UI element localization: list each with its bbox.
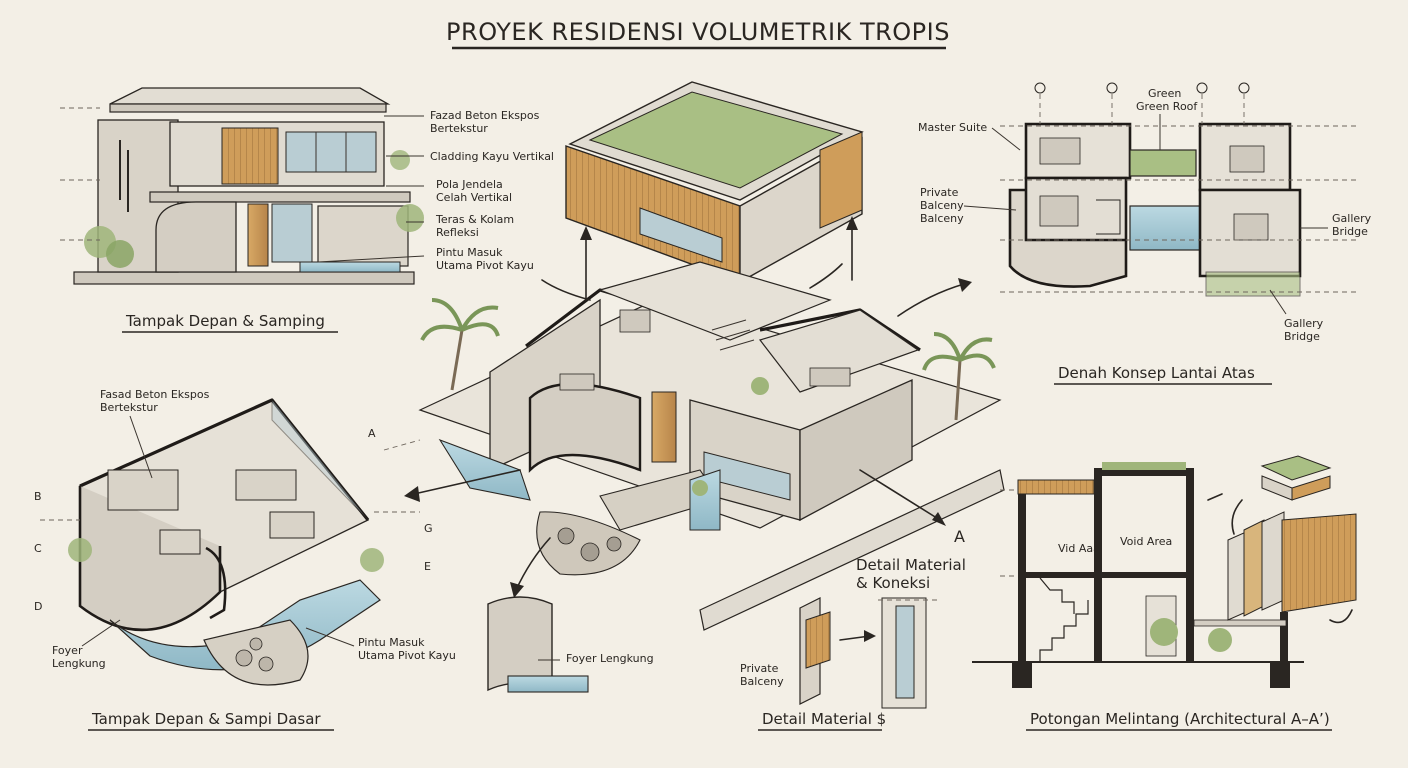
material-caption: Detail Material $ [762,710,886,728]
label-fasad-bertekstur: Bertekstur [100,401,158,414]
ground-caption: Tampak Depan & Sampi Dasar [91,710,321,728]
material-panel: Detail Material & Koneksi Private Balcen… [740,556,966,731]
label-balceny-1: Balceny [920,199,964,212]
label-refleksi: Refleksi [436,226,479,239]
upper-plan-caption: Denah Konsep Lantai Atas [1058,364,1255,382]
ground-plan-drawing [40,398,421,686]
page-title: PROYEK RESIDENSI VOLUMETRIK TROPIS [446,18,950,46]
label-bertekstur: Bertekstur [430,122,488,135]
label-cladding-kayu: Cladding Kayu Vertikal [430,150,554,163]
label-gallery-2: Gallery [1284,317,1324,330]
material-label-balceny: Balceny [740,675,784,688]
sheet-title: PROYEK RESIDENSI VOLUMETRIK TROPIS [446,18,950,50]
label-pintu-masuk-2: Pintu Masuk [358,636,425,649]
material-label-private: Private [740,662,779,675]
label-celah-vertikal: Celah Vertikal [436,191,512,204]
material-heading-1: Detail Material [856,556,966,574]
foyer-detail: Foyer Lengkung [487,596,654,693]
label-bridge-2: Bridge [1284,330,1320,343]
ground-panel: Fasad Beton Ekspos Bertekstur Foyer Leng… [34,388,456,731]
palm-trees [420,298,996,496]
marker-b: B [34,490,42,503]
axo-arrows [404,216,972,598]
marker-g: G [424,522,433,535]
label-master-suite: Master Suite [918,121,987,134]
label-utama-pivot: Utama Pivot Kayu [436,259,534,272]
elevation-building [60,87,424,285]
label-teras-kolam: Teras & Kolam [435,213,514,226]
label-fasad-beton: Fasad Beton Ekspos [100,388,210,401]
section-material-layers [1227,455,1357,624]
elevation-caption: Tampak Depan & Samping [125,312,325,330]
material-detail-drawing [799,597,940,709]
axonometric-panel: A [404,81,1005,631]
label-green-roof: Green Roof [1136,100,1198,113]
upper-plan-drawing [1000,82,1360,297]
floating-roof-volume [565,81,864,284]
section-panel: Void Area Vid Aaa Potongan Melintang (Ar… [972,455,1357,731]
section-label-void: Void Area [1120,535,1172,548]
label-pola-jendela: Pola Jendela [436,178,503,191]
section-drawing [972,462,1304,688]
label-foyer-lengkung: Lengkung [52,657,106,670]
label-fazad-beton: Fazad Beton Ekspos [430,109,540,122]
ground-section-markers: A B C D E G [34,427,433,613]
axo-water-and-path [438,438,1005,631]
upper-plan-panel: Green Green Roof Master Suite Private Ba… [918,82,1372,385]
label-utama-pivot-2: Utama Pivot Kayu [358,649,456,662]
elevation-leaders [317,115,425,263]
marker-d: D [34,600,42,613]
material-heading-2: & Koneksi [856,574,930,592]
axo-section-marker: A [954,527,965,546]
foyer-detail-label: Foyer Lengkung [566,652,654,665]
label-foyer: Foyer [52,644,83,657]
section-caption: Potongan Melintang (Architectural A–A’) [1030,710,1330,728]
label-pintu-masuk: Pintu Masuk [436,246,503,259]
label-private: Private [920,186,959,199]
label-bridge-1: Bridge [1332,225,1368,238]
marker-e: E [424,560,431,573]
label-green: Green [1148,87,1181,100]
label-gallery-1: Gallery [1332,212,1372,225]
section-label-vid: Vid Aaa [1058,542,1100,555]
elevation-panel: Fazad Beton Ekspos Bertekstur Cladding K… [60,87,554,333]
label-balceny-2: Balceny [920,212,964,225]
marker-c: C [34,542,42,555]
marker-a: A [368,427,376,440]
